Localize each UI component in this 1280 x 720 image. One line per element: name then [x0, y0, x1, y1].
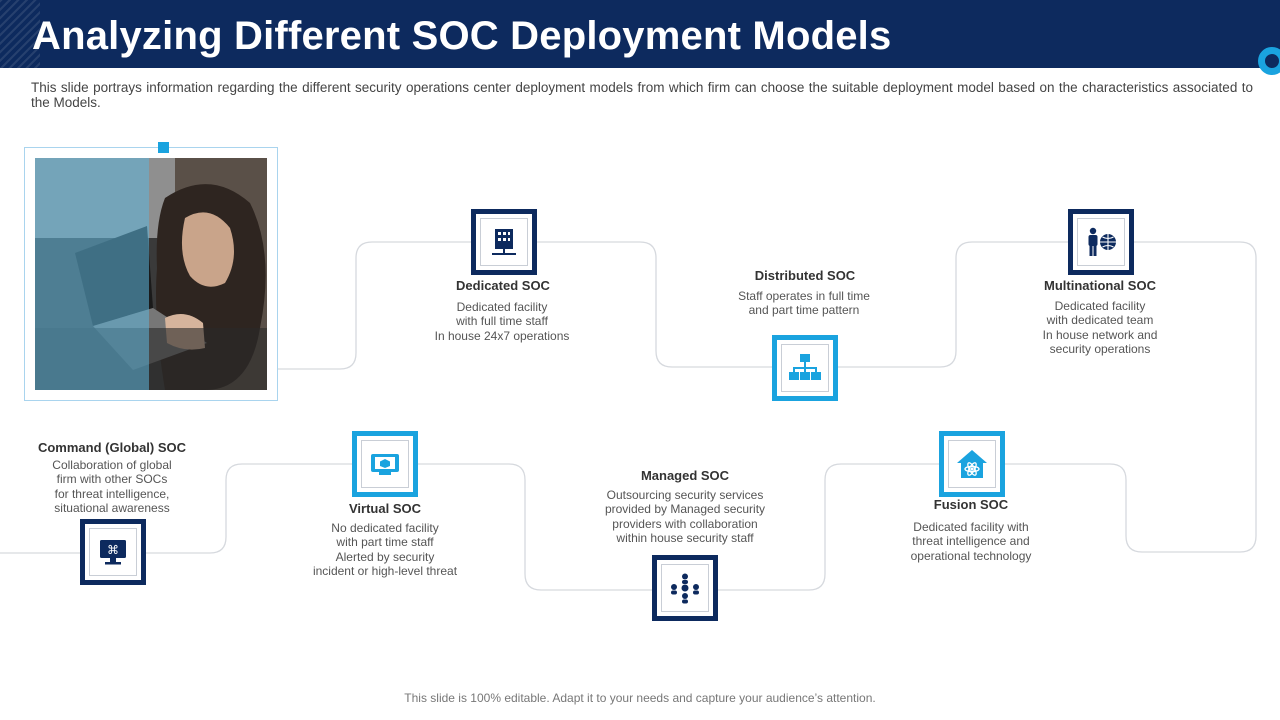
dedicated-soc-icon-box — [471, 209, 537, 275]
title-bar: Analyzing Different SOC Deployment Model… — [0, 0, 1280, 68]
page-subtitle: This slide portrays information regardin… — [31, 80, 1253, 110]
person-globe-icon — [1088, 227, 1116, 256]
fusion-soc-icon-box — [939, 431, 1005, 497]
dedicated-soc-label: Dedicated SOC — [456, 278, 550, 293]
page-title: Analyzing Different SOC Deployment Model… — [32, 14, 892, 58]
home-atom-icon — [957, 450, 987, 478]
virtual-screen-icon — [371, 454, 399, 475]
virtual-soc-label: Virtual SOC — [348, 501, 421, 516]
command-soc-icon-box: ⌘ — [80, 519, 146, 585]
managed-soc-icon-box — [652, 555, 718, 621]
hero-photo — [35, 158, 267, 390]
multinational-soc-icon-box — [1068, 209, 1134, 275]
virtual-soc-icon-box — [352, 431, 418, 497]
command-soc-label: Command (Global) SOC — [37, 440, 187, 455]
multinational-soc-label: Multinational SOC — [1044, 278, 1156, 293]
fusion-soc-label: Fusion SOC — [933, 497, 1009, 512]
distributed-soc-icon-box — [772, 335, 838, 401]
computer-command-icon: ⌘ — [100, 540, 126, 565]
photo-accent-dot — [158, 142, 169, 153]
svg-text:⌘: ⌘ — [107, 543, 119, 557]
people-network-icon — [671, 573, 699, 604]
managed-soc-label: Managed SOC — [640, 468, 730, 483]
distributed-network-icon — [789, 354, 821, 380]
server-network-icon — [492, 229, 516, 255]
title-bar-pattern — [0, 0, 40, 68]
distributed-soc-label: Distributed SOC — [754, 268, 856, 283]
footer-note: This slide is 100% editable. Adapt it to… — [404, 691, 876, 705]
